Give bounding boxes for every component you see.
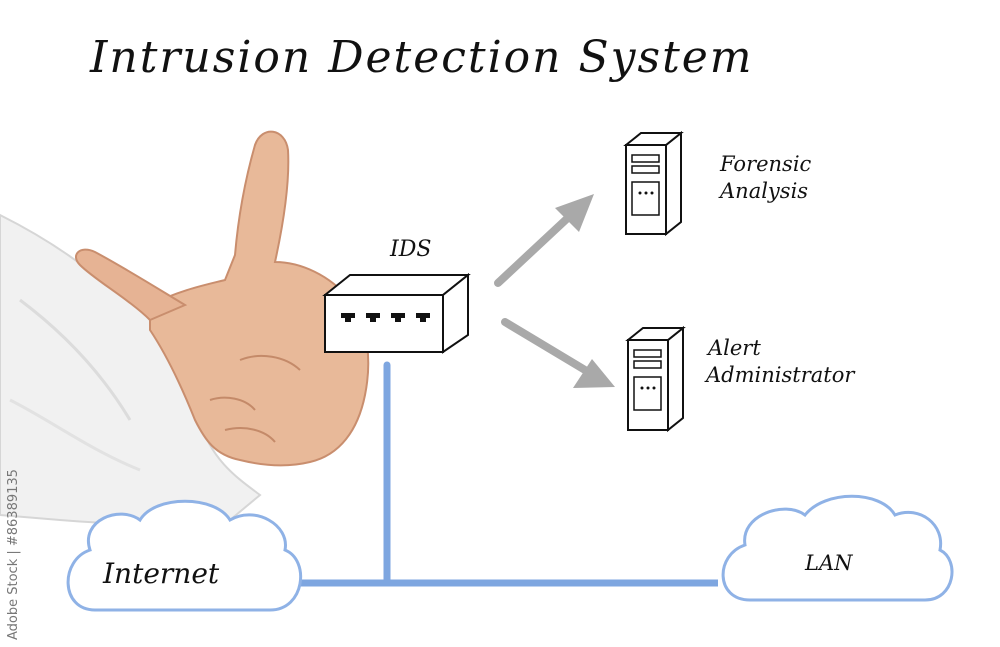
lan-cloud: LAN <box>721 494 954 602</box>
shirt-fold <box>19 298 132 421</box>
cloud-icon <box>66 499 302 612</box>
server-side <box>667 325 684 433</box>
shirt-fold-2 <box>9 398 141 472</box>
port-icon <box>391 313 405 322</box>
knuckle-1 <box>209 396 256 411</box>
knuckle-3 <box>239 354 301 371</box>
forensic-label-line-2: Analysis <box>718 179 808 203</box>
stock-watermark: Adobe Stock | #86389135 <box>2 420 24 640</box>
arrow-to-forensic <box>494 194 594 287</box>
port-icon <box>341 313 355 322</box>
cloud-icon <box>721 494 954 602</box>
ids-device: IDS <box>322 237 471 354</box>
stock-watermark-text: Adobe Stock | #86389135 <box>6 469 21 640</box>
alert-label-line-1: Alert <box>706 336 761 360</box>
internet-cloud: Internet <box>66 499 302 612</box>
forensic-server: Forensic Analysis <box>623 130 812 237</box>
knuckle-2 <box>224 427 276 443</box>
hand-thumb <box>75 248 188 322</box>
arrows <box>494 194 615 388</box>
internet-label: Internet <box>102 557 220 590</box>
ids-box-front <box>324 294 444 353</box>
alert-server: Alert Administrator <box>625 325 856 433</box>
port-icon <box>416 313 430 322</box>
alert-label-line-2: Administrator <box>704 363 856 387</box>
diagram-title: Intrusion Detection System <box>89 32 754 83</box>
ids-label: IDS <box>389 237 431 262</box>
forensic-label-line-1: Forensic <box>719 152 812 176</box>
lan-label: LAN <box>804 551 853 575</box>
hand-pointing <box>0 130 370 525</box>
network-lines <box>300 361 718 587</box>
arrow-to-alert <box>501 318 615 388</box>
ids-ports <box>341 313 430 322</box>
server-side <box>665 130 682 237</box>
port-icon <box>366 313 380 322</box>
